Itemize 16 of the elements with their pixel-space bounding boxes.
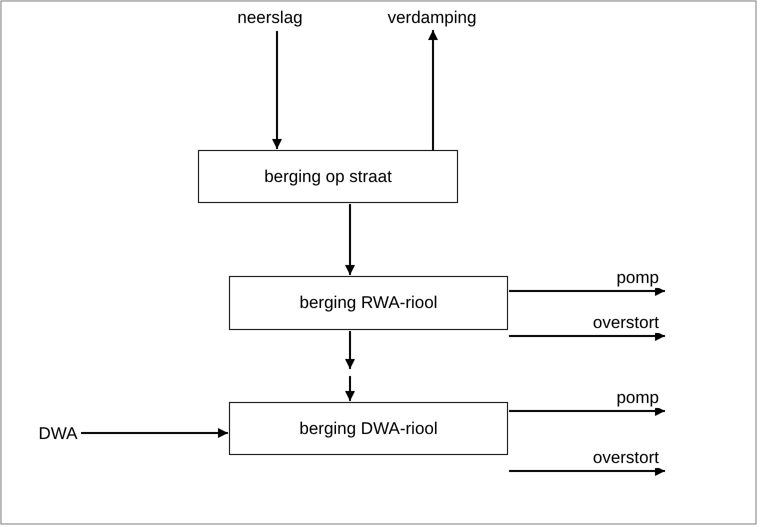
- flow-label: verdamping: [382, 6, 482, 30]
- arrow: [272, 31, 282, 149]
- arrow: [509, 466, 665, 476]
- arrow: [509, 286, 665, 296]
- arrow: [81, 428, 228, 438]
- arrow: [509, 331, 665, 341]
- arrow: [345, 204, 355, 275]
- arrow: [345, 331, 355, 369]
- flow-label: DWA: [36, 422, 80, 446]
- flow-label: neerslag: [225, 6, 315, 30]
- arrow: [509, 406, 665, 416]
- storage-box: berging op straat: [198, 150, 458, 203]
- storage-box: berging RWA-riool: [229, 276, 508, 330]
- arrow: [428, 30, 438, 150]
- storage-box: berging DWA-riool: [229, 402, 508, 455]
- arrow: [345, 376, 355, 401]
